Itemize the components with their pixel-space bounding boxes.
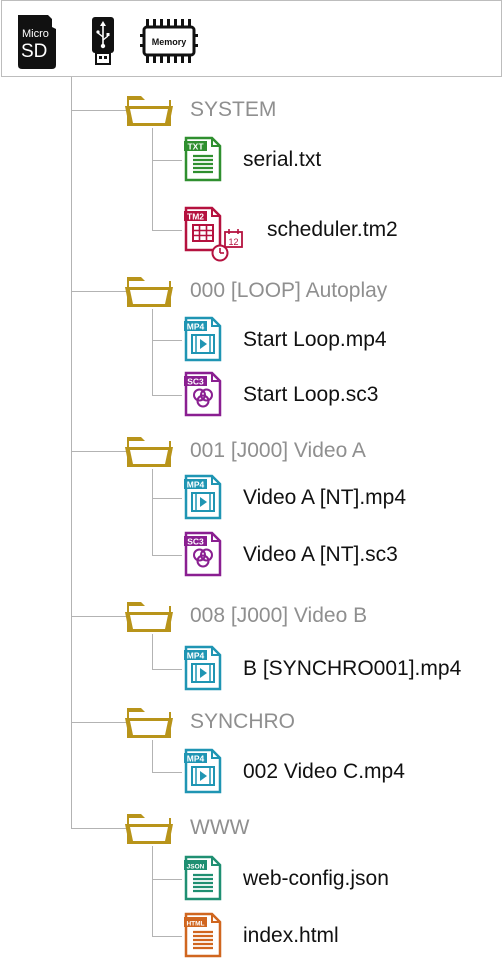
color-script-file-icon[interactable]: SC3	[184, 531, 254, 592]
tree-leaf-line	[152, 555, 182, 556]
folder-icon[interactable]	[124, 598, 174, 634]
tree-leaf-line	[152, 498, 182, 499]
color-script-file-icon[interactable]: SC3	[184, 371, 254, 432]
usb-drive-icon[interactable]	[92, 17, 114, 70]
svg-text:HTML: HTML	[186, 921, 204, 928]
tree-leaf-line	[152, 340, 182, 341]
tree-leaf-line	[152, 879, 182, 880]
microsd-card-icon[interactable]: Micro SD	[18, 15, 64, 74]
svg-text:SC3: SC3	[187, 537, 204, 547]
folder-icon[interactable]	[124, 704, 174, 740]
folder-icon[interactable]	[124, 810, 174, 846]
folder-icon[interactable]	[124, 92, 174, 128]
tree-branch-line	[71, 722, 127, 723]
file-name-label[interactable]: scheduler.tm2	[267, 218, 398, 241]
file-name-label[interactable]: Start Loop.mp4	[243, 328, 387, 351]
file-name-label[interactable]: serial.txt	[243, 148, 322, 171]
tree-trunk-line	[71, 77, 72, 829]
tree-leaf-line	[152, 160, 182, 161]
tree-leaf-line	[152, 772, 182, 773]
svg-text:JSON: JSON	[187, 864, 205, 871]
tree-branch-line	[71, 828, 127, 829]
svg-text:MP4: MP4	[187, 480, 205, 490]
tree-subtrunk-line	[152, 309, 153, 396]
svg-text:SC3: SC3	[187, 377, 204, 387]
svg-text:TM2: TM2	[187, 212, 204, 222]
microsd-line1: Micro	[22, 28, 49, 40]
tree-branch-line	[71, 616, 127, 617]
tree-subtrunk-line	[152, 469, 153, 556]
folder-icon[interactable]	[124, 273, 174, 309]
svg-text:MP4: MP4	[187, 651, 205, 661]
file-name-label[interactable]: 002 Video C.mp4	[243, 760, 405, 783]
tree-branch-line	[71, 451, 127, 452]
svg-text:12: 12	[228, 237, 238, 247]
microsd-line2: SD	[21, 41, 47, 62]
file-name-label[interactable]: Start Loop.sc3	[243, 383, 379, 406]
folder-label[interactable]: WWW	[190, 816, 250, 839]
tree-subtrunk-line	[152, 846, 153, 937]
folder-label[interactable]: 000 [LOOP] Autoplay	[190, 279, 388, 302]
tree-leaf-line	[152, 669, 182, 670]
file-name-label[interactable]: Video A [NT].mp4	[243, 486, 407, 509]
memory-label: Memory	[152, 37, 187, 47]
tree-branch-line	[71, 110, 127, 111]
video-file-icon[interactable]: MP4	[184, 748, 254, 809]
svg-text:MP4: MP4	[187, 322, 205, 332]
tree-subtrunk-line	[152, 128, 153, 231]
tree-leaf-line	[152, 395, 182, 396]
tree-subtrunk-line	[152, 740, 153, 773]
txt-file-icon[interactable]: TXT	[184, 136, 254, 197]
tree-branch-line	[71, 291, 127, 292]
video-file-icon[interactable]: MP4	[184, 316, 254, 377]
folder-label[interactable]: 001 [J000] Video A	[190, 439, 366, 462]
file-name-label[interactable]: Video A [NT].sc3	[243, 543, 398, 566]
video-file-icon[interactable]: MP4	[184, 645, 254, 706]
folder-label[interactable]: SYSTEM	[190, 98, 277, 121]
memory-chip-icon[interactable]: Memory	[140, 19, 198, 68]
folder-label[interactable]: SYNCHRO	[190, 710, 296, 733]
folder-icon[interactable]	[124, 433, 174, 469]
file-name-label[interactable]: B [SYNCHRO001].mp4	[243, 657, 462, 680]
html-file-icon[interactable]: HTML	[184, 912, 254, 973]
tree-leaf-line	[152, 230, 182, 231]
storage-toolbar: Micro SD	[1, 0, 502, 77]
tree-leaf-line	[152, 936, 182, 937]
tree-subtrunk-line	[152, 634, 153, 670]
schedule-file-icon[interactable]: TM2 12	[184, 206, 254, 267]
svg-text:MP4: MP4	[187, 754, 205, 764]
svg-text:TXT: TXT	[187, 142, 204, 152]
json-file-icon[interactable]: JSON	[184, 855, 254, 916]
file-name-label[interactable]: index.html	[243, 924, 339, 947]
video-file-icon[interactable]: MP4	[184, 474, 254, 535]
file-name-label[interactable]: web-config.json	[243, 867, 389, 890]
folder-label[interactable]: 008 [J000] Video B	[190, 604, 368, 627]
